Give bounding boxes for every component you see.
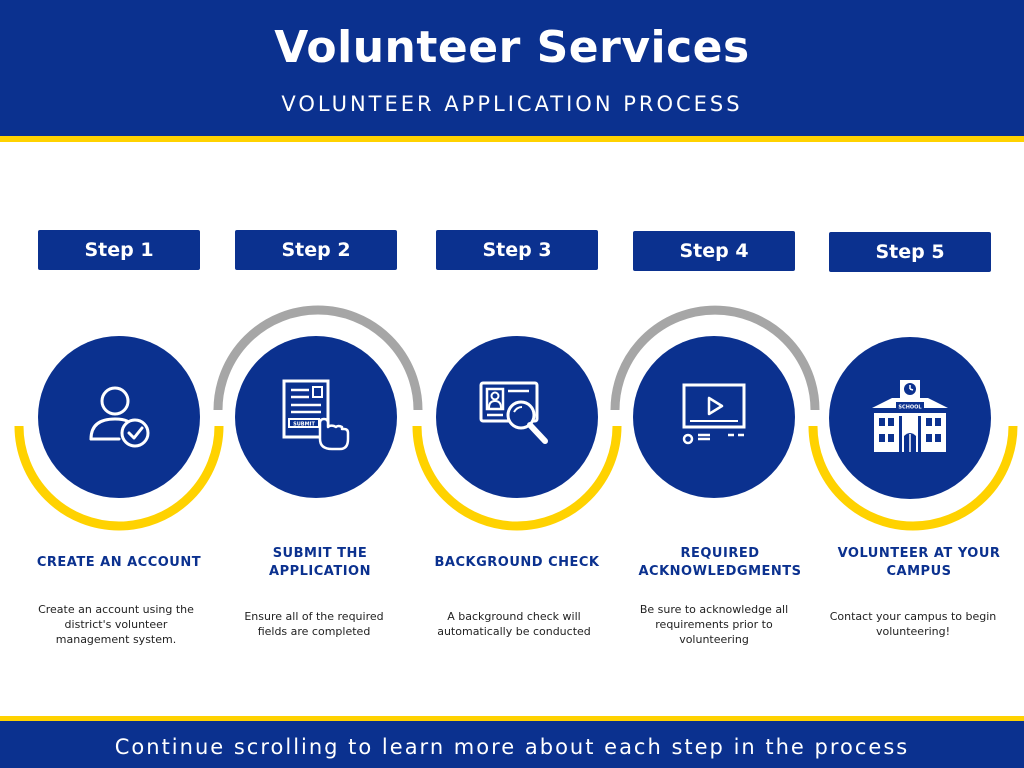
step-4-title: REQUIRED ACKNOWLEDGMENTS (638, 546, 802, 579)
step-4-circle (633, 336, 795, 498)
header-banner: Volunteer Services VOLUNTEER APPLICATION… (0, 0, 1024, 142)
gray-arc-step-4 (610, 305, 820, 411)
page-title: Volunteer Services (274, 22, 750, 73)
step-2-description: Ensure all of the required fields are co… (244, 610, 384, 638)
form-submit-icon: SUBMIT (282, 379, 350, 451)
video-player-icon (682, 383, 746, 445)
school-building-icon: SCHOOL (872, 380, 948, 452)
page-subtitle: VOLUNTEER APPLICATION PROCESS (281, 92, 743, 116)
step-2-label: Step 2 (235, 230, 397, 270)
yellow-arc-step-5 (808, 425, 1018, 531)
step-5-label: Step 5 (829, 232, 991, 272)
step-3-title: BACKGROUND CHECK (434, 555, 600, 570)
step-2-title: SUBMIT THE APPLICATION (269, 546, 371, 579)
footer-text: Continue scrolling to learn more about e… (114, 735, 910, 759)
step-2-circle: SUBMIT (235, 336, 397, 498)
footer-banner: Continue scrolling to learn more about e… (0, 716, 1024, 768)
step-3-label: Step 3 (436, 230, 598, 270)
school-building-text: SCHOOL (898, 405, 922, 411)
yellow-arc-step-1 (14, 425, 224, 531)
step-5-description: Contact your campus to begin volunteerin… (829, 610, 997, 638)
gray-arc-step-2 (213, 305, 423, 411)
submit-button-text: SUBMIT (293, 422, 315, 428)
step-5-title: VOLUNTEER AT YOUR CAMPUS (837, 546, 1001, 579)
step-3-circle (436, 336, 598, 498)
step-5-circle: SCHOOL (829, 337, 991, 499)
step-1-title: CREATE AN ACCOUNT (36, 555, 202, 570)
yellow-arc-step-3 (412, 425, 622, 531)
step-4-label: Step 4 (633, 231, 795, 271)
step-1-label: Step 1 (38, 230, 200, 270)
step-1-circle (38, 336, 200, 498)
user-check-icon (89, 386, 150, 448)
step-4-description: Be sure to acknowledge all requirements … (639, 603, 789, 646)
id-search-icon (479, 381, 548, 444)
step-1-description: Create an account using the district's v… (38, 603, 194, 646)
step-3-description: A background check will automatically be… (437, 610, 591, 638)
